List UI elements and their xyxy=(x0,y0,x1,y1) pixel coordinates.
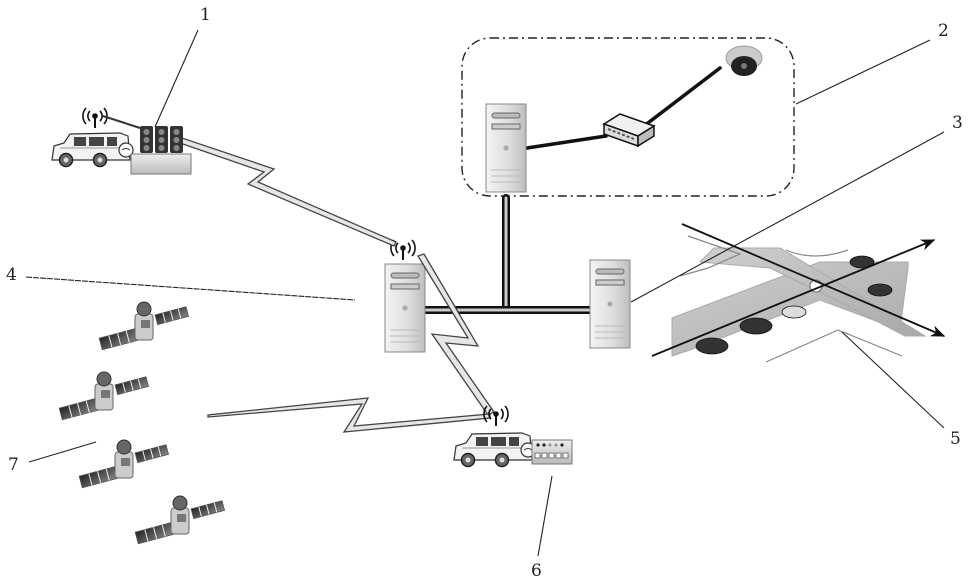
satellite-icon xyxy=(97,302,191,350)
wireless-link-central-vehicle6 xyxy=(418,254,494,415)
control-panel-icon xyxy=(532,440,572,464)
antenna-to-unit-cable xyxy=(103,116,140,128)
leader-5 xyxy=(842,332,944,428)
callout-3: 3 xyxy=(952,113,963,133)
network-switch-icon xyxy=(604,114,654,146)
car xyxy=(868,284,892,296)
intersection-icon xyxy=(652,224,944,362)
callout-6: 6 xyxy=(531,561,542,581)
dome-camera-icon xyxy=(726,46,762,76)
leader-6 xyxy=(538,476,552,556)
callout-7: 7 xyxy=(8,455,19,475)
suv-icon xyxy=(52,133,133,167)
surveillance-server-icon xyxy=(486,104,526,192)
server-3-icon xyxy=(590,260,630,348)
traffic-light-unit-icon xyxy=(131,126,191,174)
callout-2: 2 xyxy=(938,21,949,41)
satellite-icon xyxy=(77,440,171,488)
satellite-icon xyxy=(133,496,227,544)
car xyxy=(696,338,728,354)
wireless-link-satellites-vehicle6 xyxy=(208,398,490,432)
suv-icon xyxy=(454,433,535,467)
leader-2 xyxy=(796,40,930,104)
callout-4: 4 xyxy=(6,265,17,285)
leader-1 xyxy=(155,30,198,127)
satellite-icon xyxy=(57,372,151,420)
callout-1: 1 xyxy=(200,5,211,25)
vehicle-1 xyxy=(52,108,191,174)
server-to-switch-cable xyxy=(527,136,606,148)
wireless-link-vehicle1-central xyxy=(180,138,396,246)
switch-to-camera-cable xyxy=(644,68,720,126)
vehicle-1-antenna-icon xyxy=(83,108,107,128)
leader-4 xyxy=(26,277,355,300)
callout-5: 5 xyxy=(950,429,961,449)
car xyxy=(782,306,806,318)
car xyxy=(740,318,772,334)
leader-7 xyxy=(29,442,96,462)
central-server-icon xyxy=(385,264,425,352)
